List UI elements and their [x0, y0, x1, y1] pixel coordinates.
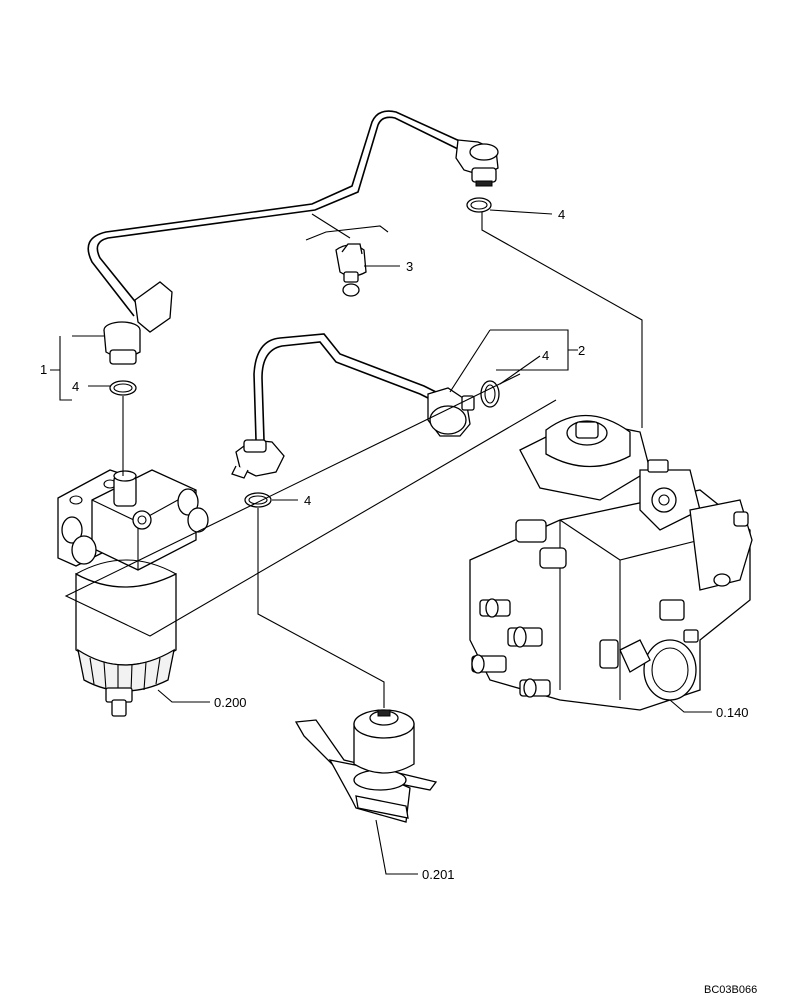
- leader-lines: [50, 209, 712, 875]
- line-clip: [305, 213, 389, 297]
- callout-1: 1: [40, 362, 47, 377]
- callout-4-middle: 4: [304, 493, 311, 508]
- o-ring-top: [466, 197, 492, 213]
- injection-pump-reference-label: 0.140: [716, 705, 749, 720]
- lower-line-pump-fitting: [427, 387, 475, 437]
- callout-4-right: 4: [542, 348, 549, 363]
- callout-2: 2: [578, 343, 585, 358]
- fuel-line-lower: [253, 333, 437, 441]
- drawing-code: BC03B066: [704, 984, 757, 996]
- upper-line-pump-fitting: [455, 139, 499, 187]
- callout-4-left: 4: [72, 379, 79, 394]
- lower-line-filter-fitting: [231, 439, 285, 479]
- o-ring-middle: [244, 492, 272, 508]
- fuel-filter: [57, 469, 209, 717]
- o-ring-right: [480, 380, 500, 408]
- lift-pump-reference-label: 0.201: [422, 867, 455, 882]
- injection-pump: [469, 414, 753, 711]
- upper-line-filter-fitting: [103, 281, 173, 365]
- fuel-lift-pump: [294, 709, 438, 823]
- fuel-line-upper: [87, 110, 465, 317]
- delivery-outlets: [471, 598, 551, 698]
- callout-4-top: 4: [558, 207, 565, 222]
- callout-3: 3: [406, 259, 413, 274]
- filter-reference-label: 0.200: [214, 695, 247, 710]
- o-ring-left: [109, 380, 137, 396]
